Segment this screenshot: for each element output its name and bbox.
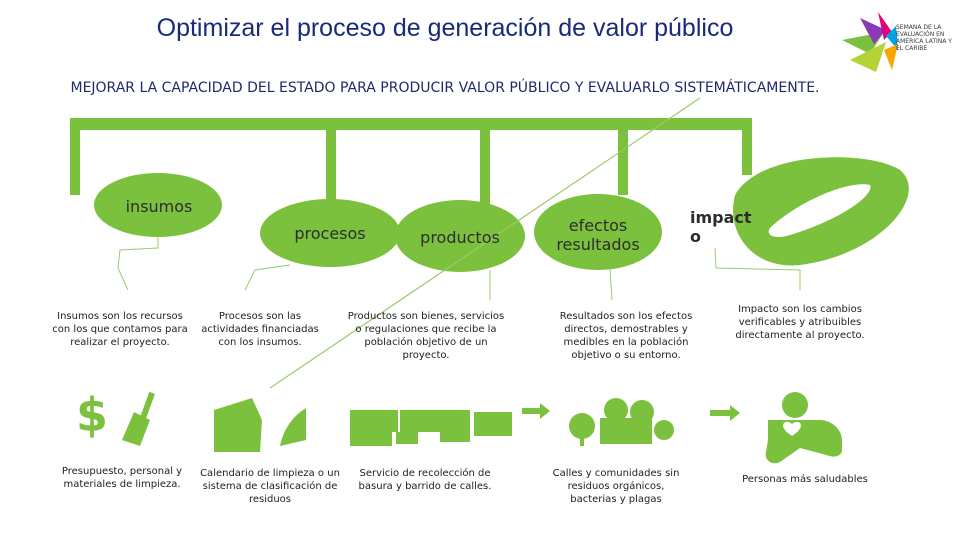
top-bar xyxy=(70,118,752,130)
stage-label-insumos: insumos xyxy=(125,197,193,216)
page-title: Optimizar el proceso de generación de va… xyxy=(156,14,734,42)
arrow-right-icon-2 xyxy=(710,405,740,421)
diagonal-line xyxy=(269,97,701,389)
stage-example-insumos: Presupuesto, personal y materiales de li… xyxy=(61,466,183,490)
stem-efectos xyxy=(618,120,628,195)
stage-example-procesos: Calendario de limpieza o un sistema de c… xyxy=(200,468,340,505)
stage-example-impacto: Personas más saludables xyxy=(742,474,868,485)
ellipse-insumos xyxy=(94,173,222,237)
stage-label-procesos: procesos xyxy=(294,224,366,243)
community-trees-icon xyxy=(569,398,674,446)
ellipse-productos xyxy=(395,200,525,272)
ellipse-efectos xyxy=(534,194,662,270)
stem-productos xyxy=(480,120,490,220)
stage-description-insumos: Insumos son los recursos con los que con… xyxy=(52,311,188,348)
stem-impacto xyxy=(742,120,752,175)
stem-procesos xyxy=(326,120,336,220)
stage-example-productos: Servicio de recolección de basura y barr… xyxy=(358,468,492,492)
arrow-right-icon xyxy=(522,403,550,419)
stage-description-impacto: Impacto son los cambios verificables y a… xyxy=(735,304,865,341)
pie-process-icon xyxy=(214,398,306,452)
stem-insumos xyxy=(70,120,80,195)
ellipse-procesos xyxy=(260,199,400,267)
logo-text: SEMANA DE LA EVALUACIÓN EN AMÉRICA LATIN… xyxy=(896,24,952,52)
dollar-icon: $ xyxy=(76,388,109,442)
broom-icon xyxy=(122,391,155,446)
stage-description-productos: Productos son bienes, servicios o regula… xyxy=(347,311,505,361)
truck-icon xyxy=(350,410,512,446)
stage-example-efectos: Calles y comunidades sin residuos orgáni… xyxy=(552,468,680,505)
page-subtitle: MEJORAR LA CAPACIDAD DEL ESTADO PARA PRO… xyxy=(70,80,820,96)
stage-label-impacto: impact o xyxy=(690,208,752,246)
stage-description-procesos: Procesos son las actividades financiadas… xyxy=(201,311,319,348)
stage-label-efectos: efectos resultados xyxy=(556,216,640,254)
stage-description-efectos: Resultados son los efectos directos, dem… xyxy=(559,311,693,361)
stage-label-productos: productos xyxy=(420,228,500,247)
event-logo xyxy=(842,12,898,72)
healthy-person-icon xyxy=(765,392,842,464)
